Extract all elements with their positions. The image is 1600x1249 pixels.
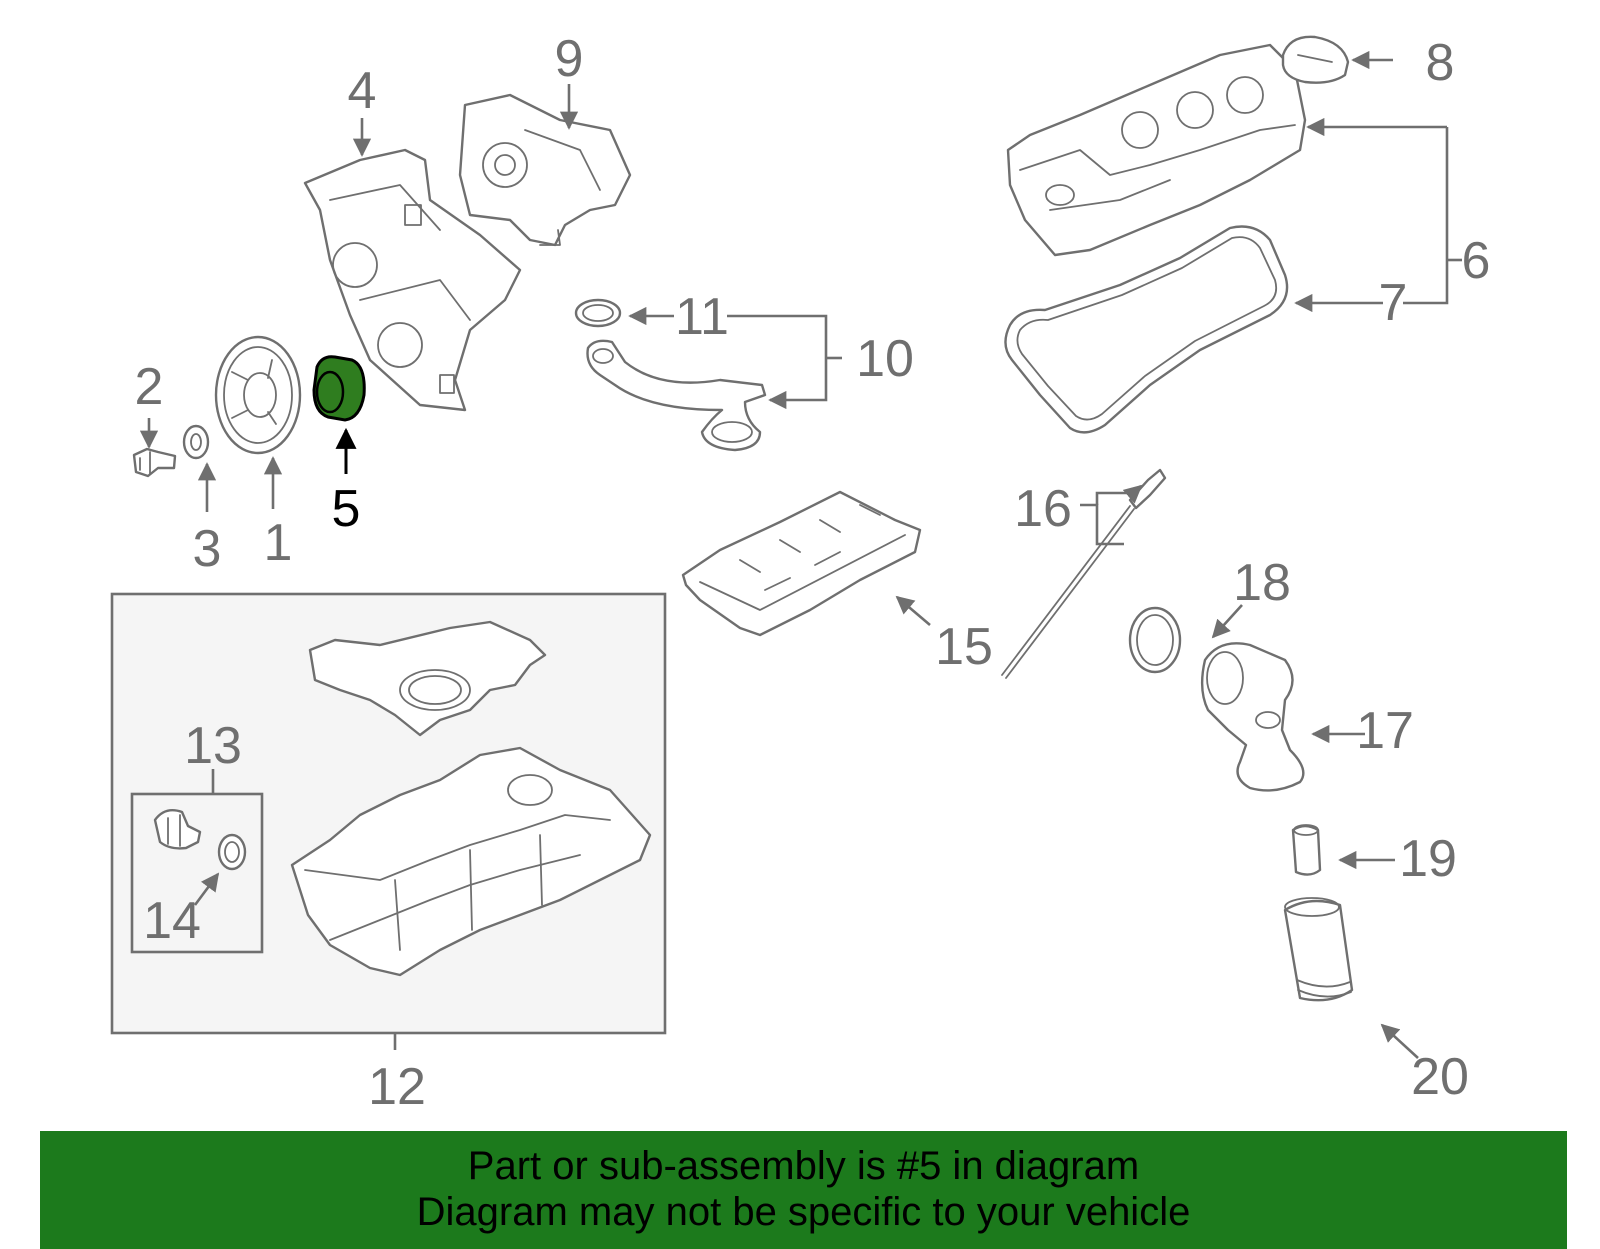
callout-10: 10 <box>856 330 914 388</box>
drain-plug-group-box <box>130 792 264 954</box>
banner-line-disclaimer: Diagram may not be specific to your vehi… <box>416 1190 1191 1234</box>
filter-connector-part[interactable] <box>1291 824 1322 876</box>
callout-1: 1 <box>264 514 293 572</box>
callout-12: 12 <box>368 1058 426 1116</box>
callout-2: 2 <box>135 358 164 416</box>
callout-14: 14 <box>143 892 201 950</box>
oil-pan-upper-plate-part[interactable] <box>308 620 547 737</box>
callout-19: 19 <box>1399 830 1457 888</box>
callout-20: 20 <box>1411 1048 1469 1106</box>
callout-4: 4 <box>348 62 377 120</box>
callout-labels: 1 2 3 4 5 6 7 8 9 10 11 12 13 14 15 16 1… <box>135 30 1491 1116</box>
callout-11: 11 <box>675 288 729 346</box>
callout-7: 7 <box>1379 274 1408 332</box>
callout-17: 17 <box>1356 702 1414 760</box>
callout-5: 5 <box>332 480 361 538</box>
washer-part[interactable] <box>182 424 210 460</box>
timing-cover-part[interactable] <box>303 148 522 412</box>
callout-18: 18 <box>1233 554 1291 612</box>
callout-8: 8 <box>1426 34 1455 92</box>
oil-filter-part[interactable] <box>1283 897 1354 1002</box>
leader-lines <box>139 50 1462 1059</box>
bolt-part[interactable] <box>132 447 177 478</box>
oil-filler-cap-part[interactable] <box>1281 35 1350 84</box>
oil-pump-part[interactable] <box>458 93 632 247</box>
filter-adapter-o-ring-part[interactable] <box>1128 606 1182 674</box>
drain-plug-gasket-part[interactable] <box>217 833 247 871</box>
callout-3: 3 <box>193 520 222 578</box>
info-banner: Part or sub-assembly is #5 in diagram Di… <box>40 1131 1567 1249</box>
oil-pickup-tube-part[interactable] <box>586 339 767 452</box>
callout-6: 6 <box>1462 232 1491 290</box>
oil-filter-adapter-part[interactable] <box>1200 642 1305 792</box>
callout-13: 13 <box>184 717 242 775</box>
crank-pulley-part[interactable] <box>214 335 302 455</box>
oil-pan-part[interactable] <box>290 746 652 977</box>
drain-plug-part[interactable] <box>153 809 202 850</box>
callout-16: 16 <box>1014 480 1072 538</box>
callout-9: 9 <box>555 30 584 88</box>
valve-cover-part[interactable] <box>1006 43 1307 257</box>
banner-line-part-number: Part or sub-assembly is #5 in diagram <box>467 1144 1140 1188</box>
pickup-o-ring-part[interactable] <box>574 298 622 328</box>
valve-cover-gasket-part[interactable] <box>1004 225 1289 434</box>
callout-15: 15 <box>935 618 993 676</box>
front-crankshaft-seal-part[interactable] <box>312 355 366 422</box>
oil-baffle-part[interactable] <box>681 490 922 637</box>
